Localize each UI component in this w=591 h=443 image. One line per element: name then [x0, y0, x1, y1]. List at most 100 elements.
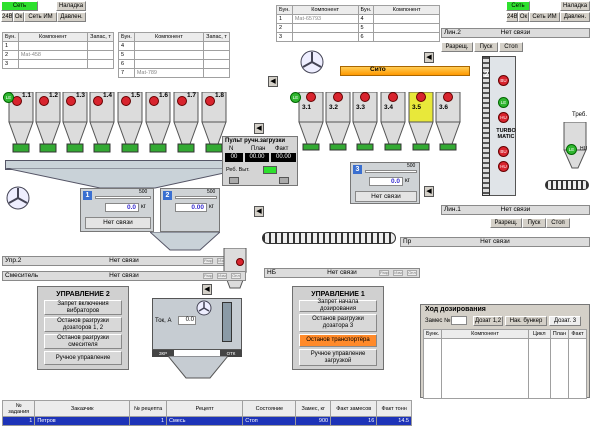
- scale-1-gauge: [95, 196, 151, 199]
- treb-hu-label: HU: [580, 146, 588, 152]
- scale-3-gauge: [365, 170, 417, 173]
- silo-right-label: 3.4: [384, 104, 394, 111]
- speaker-icon[interactable]: ◀: [268, 76, 278, 87]
- scale-3-number: 3: [353, 165, 362, 174]
- stop-mixer-unload-button[interactable]: Останов разгрузки смесителя: [44, 334, 122, 349]
- upr-2-value: Нет связи: [109, 257, 139, 264]
- line-2-label: Лин.2: [444, 29, 461, 36]
- net-im-status-left: Сеть ИМ: [24, 12, 57, 22]
- silo-right-label: 3.3: [356, 104, 366, 111]
- nb-btn-change[interactable]: Изм: [393, 270, 403, 276]
- ok-status-left: Ок: [13, 12, 24, 22]
- remote-mini-2[interactable]: [279, 177, 289, 184]
- mixer-btn-allow[interactable]: Разр: [203, 273, 213, 279]
- mixer-btn-pay[interactable]: Опл: [231, 273, 241, 279]
- manual-loading-button[interactable]: Ручное управление загрузкой: [299, 349, 377, 366]
- remote-col-plan: План: [251, 146, 266, 152]
- silo-left-label: 1.2: [49, 92, 59, 99]
- line-1-allow-button[interactable]: Разрещ.: [490, 218, 522, 228]
- stop-conveyor-button[interactable]: Останов транспортёра: [299, 334, 377, 347]
- silo-right-lamp: [416, 92, 426, 102]
- batch-number-field[interactable]: [451, 316, 467, 325]
- col-recipe: Рецепт: [166, 400, 244, 417]
- disable-vibrators-button[interactable]: Запрет включения вибраторов: [44, 300, 122, 315]
- mixer-open-label: ОТК: [220, 350, 242, 357]
- ok-status-right: Ок: [518, 12, 529, 22]
- line-1-start-button[interactable]: Пуск: [522, 218, 546, 228]
- line-1-bar: Лин.1 Нет связи: [441, 205, 590, 215]
- line-1-stop-button[interactable]: Стоп: [546, 218, 570, 228]
- setup-button-left[interactable]: Наладка: [56, 1, 86, 11]
- mixer-btn-change[interactable]: Изм: [217, 273, 227, 279]
- stop-doser-3-button[interactable]: Останов разгрузки дозатора 3: [299, 314, 377, 332]
- orders-table: № задания Заказчик № рецепта Рецепт Сост…: [1, 400, 412, 426]
- scale-2-unit: кг: [209, 204, 214, 210]
- v24-status-right: 24В: [506, 12, 518, 22]
- tab-accum-bunker[interactable]: Нак. бункер: [505, 316, 547, 326]
- speaker-icon[interactable]: ◀: [424, 52, 434, 63]
- silo-left-lamp: [149, 96, 159, 106]
- control-2-title: УПРАВЛЕНИЕ 2: [56, 291, 110, 298]
- treb-label: Треб.: [572, 112, 588, 118]
- remote-title: Пульт ручн.загрузки: [225, 138, 286, 144]
- silo-left-label: 1.5: [131, 92, 141, 99]
- line-2-start-button[interactable]: Пуск: [474, 42, 498, 52]
- speaker-icon[interactable]: ◀: [254, 123, 264, 134]
- scale-3-status: Нет связи: [355, 191, 417, 202]
- remote-col-n: N: [229, 146, 234, 152]
- disable-dosing-start-button[interactable]: Запрет начала дозирования: [299, 299, 377, 312]
- lamp-le-treb: LE: [566, 144, 577, 155]
- silo-left-lamp: [93, 96, 103, 106]
- mixer-outlet: [168, 356, 228, 379]
- silo-right-lamp: [306, 92, 316, 102]
- scale-1-status: Нет связи: [85, 217, 151, 229]
- line-2-stop-button[interactable]: Стоп: [499, 42, 523, 52]
- silo-left-label: 1.1: [22, 92, 32, 99]
- mixer-gate: [222, 302, 232, 342]
- scale-2-number: 2: [163, 191, 172, 200]
- remote-val-fact: 00.00: [271, 153, 296, 162]
- tab-dosers-1-2[interactable]: Дозат 1,2: [473, 316, 503, 326]
- turbomatic-label: TURBO MATIC: [496, 128, 516, 140]
- v24-status-left: 24В: [1, 12, 13, 22]
- scale-3-panel: 3 500 0.0 кг Нет связи: [350, 162, 420, 204]
- setup-button-right[interactable]: Наладка: [560, 1, 590, 11]
- upr-2-btn-allow[interactable]: Разр: [203, 258, 213, 264]
- col-fact-tons: Факт тонн: [376, 400, 412, 417]
- remote-val-n: 00: [225, 153, 243, 162]
- pr-label: Пр: [403, 238, 412, 245]
- manual-control-2-button[interactable]: Ручное управление: [44, 351, 122, 365]
- col-batch-kg: Замес, кг: [295, 400, 332, 417]
- batch-number-label: Замес №: [425, 318, 451, 324]
- silo-left-lamp: [66, 96, 76, 106]
- nb-btn-allow[interactable]: Разр: [379, 270, 389, 276]
- mixer-label: Смеситель: [5, 272, 39, 279]
- remote-indicator: [263, 166, 277, 174]
- scale-1-unit: кг: [141, 204, 146, 210]
- scales-hopper: [150, 232, 220, 251]
- left-hopper-funnel: [5, 168, 247, 189]
- scale-1-value: 0.0: [105, 203, 139, 212]
- speaker-icon[interactable]: ◀: [202, 284, 212, 295]
- turbomatic-number: 2: [484, 70, 489, 79]
- remote-mini-1[interactable]: [229, 177, 239, 184]
- table-row[interactable]: 1 Петров 1 Смесь Стоп 900 16 14.5: [1, 416, 412, 426]
- speaker-icon[interactable]: ◀: [254, 206, 264, 217]
- net-status-left: Сеть: [1, 1, 38, 11]
- nb-bar: НБ Нет связи Разр Изм Опл: [264, 268, 420, 278]
- nb-btn-pay[interactable]: Опл: [407, 270, 417, 276]
- mixer-current-label: Ток, А: [155, 318, 172, 324]
- silo-right-lamp: [443, 92, 453, 102]
- silo-right: [352, 92, 378, 151]
- speaker-icon[interactable]: ◀: [424, 186, 434, 197]
- silo-right-label: 3.6: [439, 104, 449, 111]
- tab-doser-3[interactable]: Дозат. 3: [549, 316, 581, 326]
- stop-dosers-1-2-button[interactable]: Останов разгрузки дозаторов 1, 2: [44, 317, 122, 332]
- silo-left-label: 1.6: [159, 92, 169, 99]
- nb-value: Нет связи: [327, 269, 357, 276]
- line-2-allow-button[interactable]: Разрещ.: [441, 42, 473, 52]
- col-state: Состояние: [242, 400, 297, 417]
- lamp-mixer-intake: [236, 258, 244, 266]
- silo-left-label: 1.3: [76, 92, 86, 99]
